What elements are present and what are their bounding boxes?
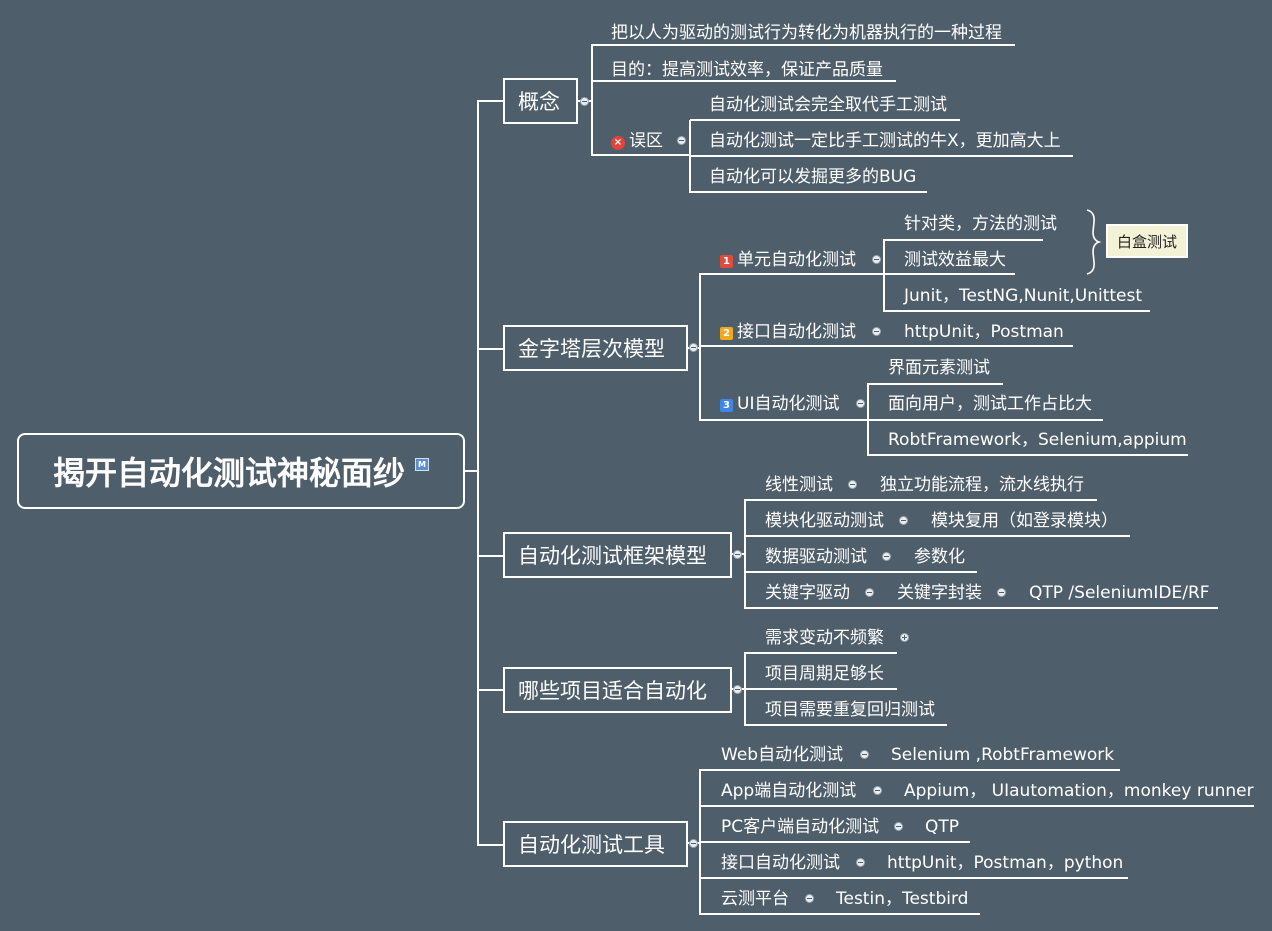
concept-purpose[interactable]: 目的：提高测试效率，保证产品质量 xyxy=(611,60,883,80)
ui-item[interactable]: 面向用户，测试工作占比大 xyxy=(888,394,1092,414)
framework-data-driven-detail[interactable]: 参数化 xyxy=(914,547,965,567)
framework-modular-detail[interactable]: 模块复用（如登录模块） xyxy=(931,511,1118,531)
marker-icon: M xyxy=(415,457,429,471)
framework-modular[interactable]: 模块化驱动测试 xyxy=(765,511,884,531)
tools-api[interactable]: 接口自动化测试 xyxy=(721,853,840,873)
collapse-toggle-suitable[interactable] xyxy=(733,685,742,694)
collapse-toggle-tools[interactable] xyxy=(689,839,698,848)
api-item[interactable]: httpUnit，Postman xyxy=(904,322,1064,342)
tools-cloud[interactable]: 云测平台 xyxy=(721,889,789,909)
whitebox-callout[interactable]: 白盒测试 xyxy=(1106,224,1188,258)
collapse-toggle-linear[interactable] xyxy=(848,480,857,489)
framework-linear[interactable]: 线性测试 xyxy=(765,475,833,495)
ui-test-label: UI自动化测试 xyxy=(737,394,840,414)
topic-pyramid[interactable]: 金字塔层次模型 xyxy=(503,325,688,371)
topic-concept-label: 概念 xyxy=(518,90,560,114)
topic-tools-label: 自动化测试工具 xyxy=(518,833,665,857)
framework-linear-detail[interactable]: 独立功能流程，流水线执行 xyxy=(880,475,1084,495)
collapse-toggle-pyramid[interactable] xyxy=(689,343,698,352)
unit-item[interactable]: 针对类，方法的测试 xyxy=(904,214,1057,234)
ui-item[interactable]: RobtFramework，Selenium,appium xyxy=(888,430,1187,450)
collapse-toggle-cloud[interactable] xyxy=(805,894,814,903)
collapse-toggle-misconception[interactable] xyxy=(677,136,686,145)
topic-framework[interactable]: 自动化测试框架模型 xyxy=(503,532,732,578)
collapse-toggle-pc-client[interactable] xyxy=(894,822,903,831)
priority-2-icon: 2 xyxy=(720,327,733,340)
collapse-toggle-data-driven[interactable] xyxy=(882,552,891,561)
ui-item[interactable]: 界面元素测试 xyxy=(888,358,990,378)
suitable-item[interactable]: 项目需要重复回归测试 xyxy=(765,700,935,720)
framework-keyword-detail[interactable]: 关键字封装 xyxy=(897,583,982,603)
unit-test-label: 单元自动化测试 xyxy=(737,250,856,270)
topic-suitable-label: 哪些项目适合自动化 xyxy=(518,679,707,703)
collapse-toggle-framework[interactable] xyxy=(733,550,742,559)
unit-test-node[interactable]: 1 单元自动化测试 xyxy=(720,250,856,270)
unit-item[interactable]: 测试效益最大 xyxy=(904,250,1006,270)
collapse-toggle-keyword[interactable] xyxy=(865,588,874,597)
collapse-toggle-concept[interactable] xyxy=(580,97,589,106)
priority-3-icon: 3 xyxy=(720,399,733,412)
topic-concept[interactable]: 概念 xyxy=(503,78,578,124)
api-test-label: 接口自动化测试 xyxy=(737,322,856,342)
collapse-toggle-api[interactable] xyxy=(872,327,881,336)
topic-framework-label: 自动化测试框架模型 xyxy=(518,544,707,568)
tools-pc-client[interactable]: PC客户端自动化测试 xyxy=(721,817,880,837)
collapse-toggle-tools-api[interactable] xyxy=(856,858,865,867)
tools-web[interactable]: Web自动化测试 xyxy=(721,745,844,765)
misconception-item[interactable]: 自动化测试一定比手工测试的牛X，更加高大上 xyxy=(709,131,1061,151)
framework-keyword[interactable]: 关键字驱动 xyxy=(765,583,850,603)
misconception-item[interactable]: 自动化可以发掘更多的BUG xyxy=(709,167,917,187)
concept-definition[interactable]: 把以人为驱动的测试行为转化为机器执行的一种过程 xyxy=(611,23,1002,43)
tools-pc-client-detail[interactable]: QTP xyxy=(925,817,960,837)
suitable-item[interactable]: 项目周期足够长 xyxy=(765,664,884,684)
collapse-toggle-modular[interactable] xyxy=(899,516,908,525)
tools-cloud-detail[interactable]: Testin，Testbird xyxy=(836,889,969,909)
collapse-toggle-unit[interactable] xyxy=(872,255,881,264)
ui-test-node[interactable]: 3 UI自动化测试 xyxy=(720,394,839,414)
tools-web-detail[interactable]: Selenium ,RobtFramework xyxy=(891,745,1115,765)
topic-tools[interactable]: 自动化测试工具 xyxy=(503,821,688,867)
priority-1-icon: 1 xyxy=(720,255,733,268)
api-test-node[interactable]: 2 接口自动化测试 xyxy=(720,322,856,342)
concept-misconception[interactable]: × 误区 xyxy=(611,131,663,151)
tools-app-detail[interactable]: Appium， UIautomation，monkey runner xyxy=(904,781,1254,801)
misconception-item[interactable]: 自动化测试会完全取代手工测试 xyxy=(709,95,947,115)
suitable-item[interactable]: 需求变动不频繁 xyxy=(765,628,884,648)
topic-suitable[interactable]: 哪些项目适合自动化 xyxy=(503,667,732,713)
framework-keyword-tools[interactable]: QTP /SeleniumIDE/RF xyxy=(1029,583,1210,603)
collapse-toggle-keyword-detail[interactable] xyxy=(997,588,1006,597)
expand-toggle-requirements[interactable] xyxy=(900,633,909,642)
tools-app[interactable]: App端自动化测试 xyxy=(721,781,857,801)
collapse-toggle-app[interactable] xyxy=(873,786,882,795)
unit-item[interactable]: Junit，TestNG,Nunit,Unittest xyxy=(904,286,1143,306)
tools-api-detail[interactable]: httpUnit，Postman，python xyxy=(887,853,1124,873)
misconception-label: 误区 xyxy=(629,131,663,151)
collapse-toggle-ui[interactable] xyxy=(856,399,865,408)
root-topic[interactable]: 揭开自动化测试神秘面纱 M xyxy=(17,433,465,509)
topic-pyramid-label: 金字塔层次模型 xyxy=(518,337,665,361)
root-title: 揭开自动化测试神秘面纱 xyxy=(52,454,405,492)
framework-data-driven[interactable]: 数据驱动测试 xyxy=(765,547,867,567)
collapse-toggle-web[interactable] xyxy=(860,750,869,759)
error-icon: × xyxy=(611,136,625,150)
